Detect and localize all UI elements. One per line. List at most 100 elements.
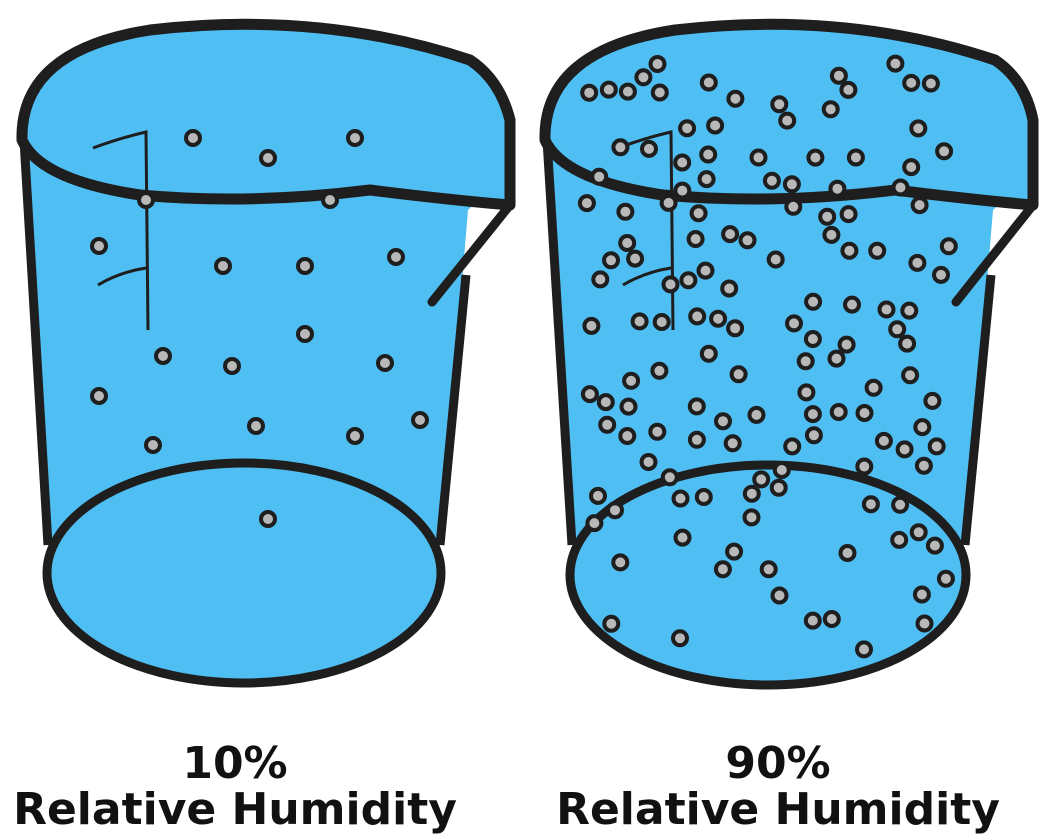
water-vapor-molecule [626, 249, 645, 268]
water-vapor-molecule [259, 510, 277, 528]
water-vapor-molecule [599, 80, 618, 99]
water-vapor-molecule [890, 530, 909, 549]
water-vapor-molecule [932, 265, 950, 284]
water-vapor-molecule [639, 453, 658, 471]
water-vapor-molecule [912, 585, 931, 604]
beaker-spout [951, 200, 1038, 307]
water-vapor-molecule [296, 325, 314, 343]
water-vapor-molecule [898, 334, 917, 353]
water-vapor-molecule [590, 167, 609, 186]
water-vapor-molecule [706, 116, 725, 135]
water-vapor-molecule [838, 544, 857, 562]
water-vapor-molecule [742, 484, 761, 503]
water-vapor-molecule [910, 196, 929, 215]
water-vapor-molecule [855, 457, 874, 476]
humidity-percent: 10% [182, 738, 288, 789]
water-vapor-molecule [580, 385, 599, 404]
water-vapor-molecule [184, 129, 202, 147]
water-vapor-molecule [769, 478, 788, 497]
water-vapor-molecule [661, 275, 680, 294]
water-vapor-molecule [839, 205, 858, 224]
water-vapor-molecule [749, 148, 768, 167]
water-vapor-molecule [843, 295, 861, 314]
water-vapor-molecule [837, 335, 856, 354]
water-vapor-molecule [797, 383, 816, 402]
water-vapor-molecule [895, 440, 914, 459]
water-vapor-molecule [766, 250, 785, 269]
water-vapor-molecule [214, 257, 232, 275]
water-vapor-molecule [411, 411, 429, 429]
water-vapor-molecule [902, 73, 921, 92]
water-vapor-molecule [828, 179, 847, 198]
water-vapor-molecule [806, 148, 825, 167]
beaker-left-wall [542, 139, 577, 546]
water-vapor-molecule [598, 415, 617, 434]
water-vapor-molecule [659, 193, 678, 212]
water-vapor-molecule [619, 397, 638, 416]
water-vapor-molecule [886, 54, 905, 73]
water-vapor-molecule [759, 560, 778, 579]
water-vapor-molecule [726, 319, 745, 338]
humidity-label: Relative Humidity [556, 784, 1000, 835]
caption-10-percent: 10% Relative Humidity [10, 742, 460, 832]
water-vapor-molecule [785, 314, 803, 333]
water-vapor-molecule [855, 640, 873, 659]
water-vapor-molecule [709, 309, 728, 328]
beaker-90-percent [539, 18, 1039, 690]
water-vapor-molecule [804, 426, 823, 445]
water-vapor-molecule [673, 528, 692, 547]
water-vapor-molecule [671, 629, 689, 648]
water-vapor-molecule [762, 171, 781, 190]
water-vapor-molecule [721, 225, 740, 244]
water-vapor-molecule [923, 391, 942, 410]
water-vapor-molecule [699, 344, 718, 363]
water-vapor-molecule [611, 138, 630, 157]
water-vapor-molecule [686, 230, 705, 248]
beaker-spout [427, 200, 515, 307]
measurement-marks [92, 130, 150, 331]
water-vapor-molecule [900, 301, 919, 320]
water-vapor-molecule [606, 501, 624, 520]
water-vapor-molecule [803, 330, 822, 348]
water-vapor-molecule [582, 316, 601, 335]
water-vapor-molecule [602, 614, 621, 633]
water-vapor-molecule [634, 68, 653, 87]
water-vapor-molecule [804, 292, 823, 311]
water-vapor-molecule [618, 427, 637, 445]
beaker-right-wall [435, 274, 471, 546]
water-vapor-molecule [622, 371, 641, 390]
water-vapor-molecule [822, 610, 841, 628]
water-vapor-molecule [648, 55, 667, 73]
water-vapor-molecule [783, 437, 802, 456]
beaker-bottom [42, 458, 446, 688]
water-vapor-molecule [796, 352, 815, 371]
water-vapor-molecule [144, 436, 162, 454]
water-vapor-molecule [891, 178, 910, 197]
water-vapor-molecule [602, 251, 620, 270]
water-vapor-molecule [921, 74, 940, 93]
water-vapor-molecule [742, 508, 761, 527]
water-vapor-molecule [770, 95, 789, 114]
water-vapor-molecule [630, 312, 649, 331]
beaker-10-percent [16, 18, 516, 688]
water-vapor-molecule [846, 148, 865, 167]
water-vapor-molecule [154, 347, 172, 365]
water-vapor-molecule [913, 418, 932, 437]
water-vapor-molecule [720, 279, 739, 298]
water-vapor-molecule [726, 89, 745, 108]
molecules-90-percent [577, 54, 958, 659]
water-vapor-molecule [915, 614, 934, 633]
water-vapor-molecule [591, 270, 610, 289]
water-vapor-molecule [648, 422, 667, 441]
water-vapor-molecule [616, 202, 635, 221]
water-vapor-molecule [723, 434, 742, 453]
humidity-percent: 90% [725, 738, 831, 789]
water-vapor-molecule [660, 468, 679, 487]
water-vapor-molecule [939, 237, 958, 256]
water-vapor-molecule [673, 181, 692, 200]
water-vapor-molecule [840, 241, 859, 260]
water-vapor-molecule [697, 170, 716, 189]
water-vapor-molecule [821, 100, 840, 119]
water-vapor-molecule [909, 119, 928, 138]
water-vapor-molecule [577, 194, 596, 213]
